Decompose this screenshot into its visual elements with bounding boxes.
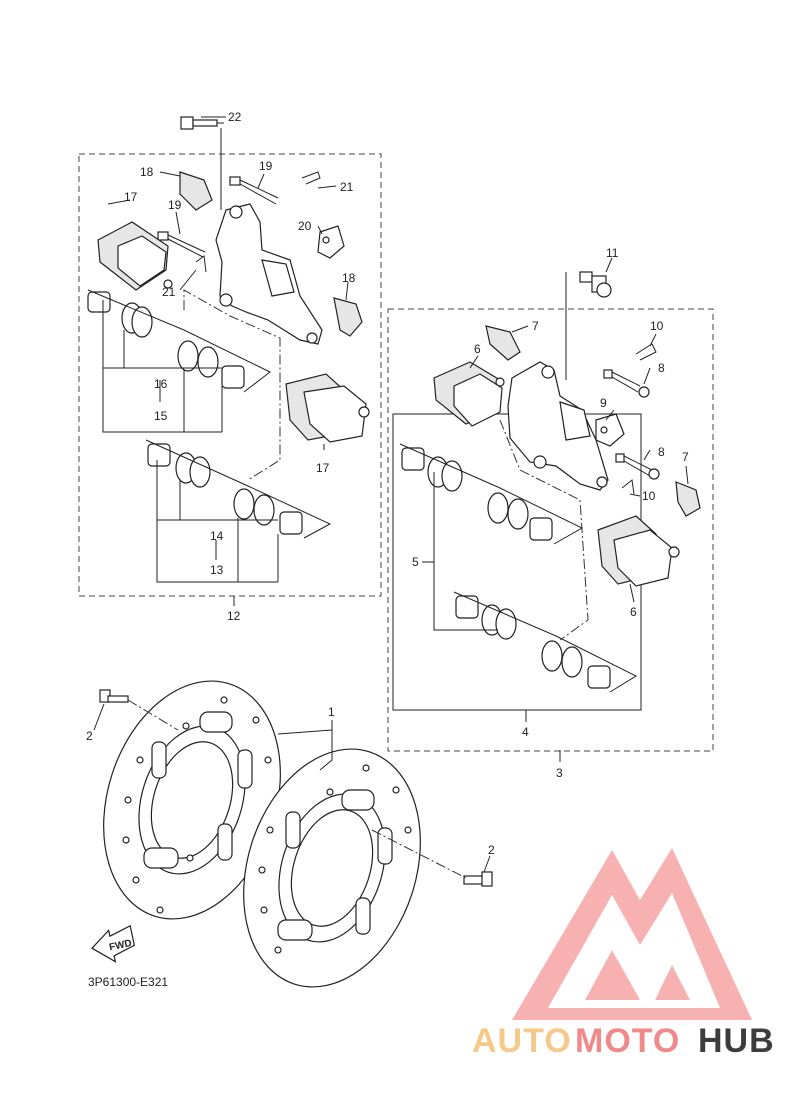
- callout-18-lower: 18: [342, 271, 356, 285]
- callout-8-upper: 8: [658, 361, 665, 375]
- brand-auto: AUTO: [472, 1022, 572, 1060]
- callout-12: 12: [227, 609, 241, 623]
- piston-seal-row-right-upper: [399, 443, 584, 545]
- piston-seal-row-upper: [87, 289, 271, 393]
- shim-7-lower: [675, 481, 701, 517]
- callout-19-lower: 19: [168, 198, 182, 212]
- right-caliper-group: [399, 271, 701, 693]
- callout-9: 9: [600, 396, 607, 410]
- caliper-assy-right-box: [387, 308, 714, 752]
- clip-21-upper: [301, 171, 321, 185]
- brand-moto: MOTO: [575, 1022, 680, 1060]
- callout-18-upper: 18: [140, 165, 154, 179]
- callout-13: 13: [210, 563, 224, 577]
- brake-pad-17-lower: [285, 373, 370, 443]
- callout-6-upper: 6: [474, 342, 481, 356]
- brake-disc-upper: [103, 680, 281, 920]
- pin-19-lower: [157, 231, 206, 258]
- shim-7-upper: [485, 325, 521, 361]
- diagram-code: 3P61300-E321: [88, 975, 168, 989]
- callout-16: 16: [154, 377, 168, 391]
- callout-6-lower: 6: [630, 605, 637, 619]
- callout-7-lower: 7: [682, 450, 689, 464]
- watermark-logo: AUTO MOTO HUB: [472, 848, 775, 1060]
- callout-21-lower: 21: [162, 285, 176, 299]
- pad-spring-9: [595, 413, 625, 447]
- callout-3: 3: [556, 766, 563, 780]
- pin-19-upper: [229, 176, 279, 205]
- brake-pad-17-upper: [97, 221, 173, 291]
- callout-20: 20: [298, 219, 312, 233]
- left-caliper-group: [87, 116, 370, 539]
- caliper-assy-left-box: [78, 153, 382, 597]
- pin-8-lower: [615, 453, 660, 480]
- callout-1: 1: [328, 705, 335, 719]
- brand-hub: HUB: [698, 1022, 775, 1060]
- disc-bolt-2-upper: [99, 689, 179, 731]
- callout-15: 15: [154, 409, 168, 423]
- callout-19-upper: 19: [259, 159, 273, 173]
- callout-7-upper: 7: [532, 319, 539, 333]
- callout-21-upper: 21: [340, 180, 354, 194]
- piston-seal-row-right-lower: [453, 591, 638, 693]
- piston-seal-row-lower: [145, 439, 332, 539]
- brake-pad-6-lower: [597, 515, 680, 587]
- callout-14: 14: [210, 529, 224, 543]
- brake-pad-6-upper: [433, 361, 505, 427]
- callout-10-upper: 10: [650, 319, 664, 333]
- callout-2-upper: 2: [86, 729, 93, 743]
- callout-2-lower: 2: [488, 843, 495, 857]
- right-leader-lines: [422, 257, 689, 762]
- bolt-22: [180, 116, 224, 210]
- clip-10-upper: [635, 343, 657, 361]
- callout-4: 4: [522, 725, 529, 739]
- clip-21-lower: [195, 255, 207, 273]
- callout-17-lower: 17: [316, 461, 330, 475]
- bolt-11: [565, 271, 612, 380]
- clip-10-lower: [621, 479, 635, 495]
- shim-18-lower: [333, 297, 363, 337]
- shim-18-upper: [179, 171, 213, 211]
- fwd-arrow-icon: FWD: [91, 924, 136, 963]
- callout-17-upper: 17: [124, 190, 138, 204]
- callout-5: 5: [412, 555, 419, 569]
- callout-10-lower: 10: [642, 489, 656, 503]
- disc-bolt-2-lower: [371, 829, 493, 887]
- callout-11: 11: [606, 246, 619, 260]
- callout-labels: 22 18 19 21 17 19 20 18 21 16 15 17 14 1…: [86, 110, 689, 857]
- disc-leader-lines: [93, 703, 491, 873]
- callout-22: 22: [228, 110, 242, 124]
- callout-8-lower: 8: [658, 445, 665, 459]
- pin-8-upper: [603, 369, 650, 398]
- brake-disc-lower: [243, 748, 421, 988]
- right-caliper-body: [507, 361, 609, 491]
- fwd-label: FWD: [108, 938, 133, 953]
- pad-spring-20: [317, 225, 345, 259]
- left-leader-lines: [102, 116, 349, 606]
